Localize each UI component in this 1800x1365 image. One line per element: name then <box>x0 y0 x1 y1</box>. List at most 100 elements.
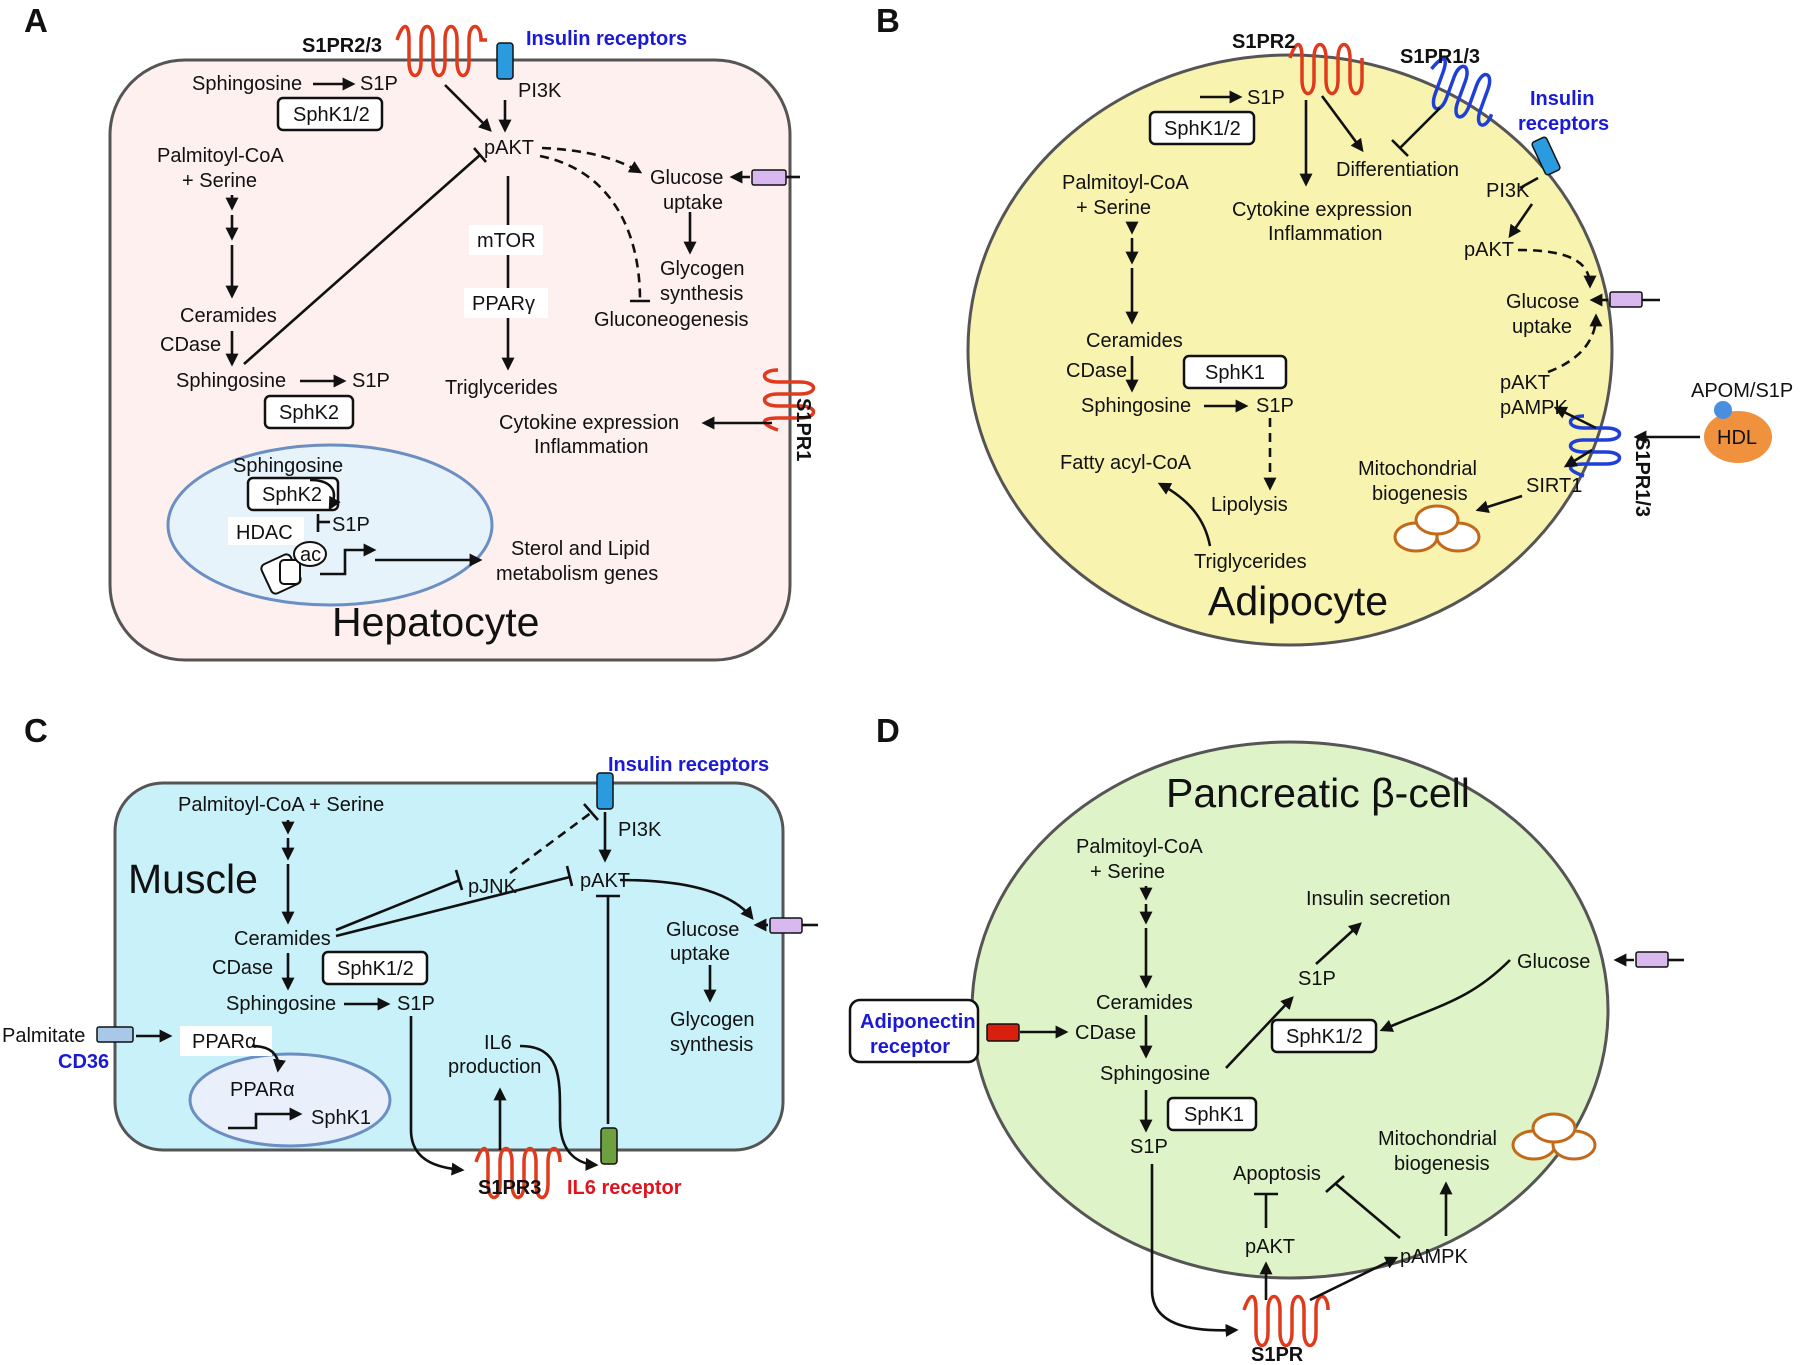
uptake-label: uptake <box>663 192 723 214</box>
il6-label: IL6 <box>484 1032 512 1054</box>
pjnk-label: pJNK <box>468 876 518 898</box>
cdase-label: CDase <box>212 957 273 979</box>
sphk1-label: SphK1 <box>1205 362 1265 384</box>
s1pr2-receptor-icon <box>1288 42 1364 96</box>
nucleus-sphingosine-label: Sphingosine <box>233 455 343 477</box>
s1pr2-label: S1PR2 <box>1232 31 1295 53</box>
pakt-low-label: pAKT <box>1500 372 1550 394</box>
muscle-nucleus <box>188 1052 392 1148</box>
insulin-receptors-label: Insulin receptors <box>608 754 769 776</box>
pampk-label: pAMPK <box>1400 1246 1468 1268</box>
panel-b-letter: B <box>876 2 900 39</box>
chromatin-icon <box>260 541 327 595</box>
sphingosine-label: Sphingosine <box>192 73 302 95</box>
panel-c: C Insulin receptors Palmitoyl-CoA + Seri… <box>2 712 818 1200</box>
cytokine-label: Cytokine expression <box>499 412 679 434</box>
sphk12-label: SphK1/2 <box>1164 118 1241 140</box>
insulin-receptor-icon <box>496 42 514 80</box>
serine-label: + Serine <box>1090 861 1165 883</box>
nucleus-sphk2-label: SphK2 <box>262 484 322 506</box>
hdac-label: HDAC <box>236 522 293 544</box>
receptor-label: receptor <box>870 1036 950 1058</box>
ppara-label: PPARα <box>192 1031 257 1053</box>
glucose-transporter-icon <box>769 917 803 934</box>
uptake-label: uptake <box>670 943 730 965</box>
sphingosine-label: Sphingosine <box>226 993 336 1015</box>
insulin-secretion-label: Insulin secretion <box>1306 888 1451 910</box>
apoptosis-label: Apoptosis <box>1233 1163 1321 1185</box>
ceramides-label: Ceramides <box>1096 992 1193 1014</box>
sphingosine-label: Sphingosine <box>1081 395 1191 417</box>
ceramides-label: Ceramides <box>234 928 331 950</box>
triglycerides-label: Triglycerides <box>1194 551 1307 573</box>
s1pr3-receptor-icon <box>474 1146 562 1200</box>
s1p-label: S1P <box>360 73 398 95</box>
receptors-label: receptors <box>1518 113 1609 135</box>
adiponectin-receptor-icon <box>986 1023 1020 1042</box>
s1pr13-label: S1PR1/3 <box>1400 46 1480 68</box>
panel-b: B S1PR2 S1PR1/3 S1P Insulin receptors Sp… <box>876 2 1793 647</box>
s1pr13-side-label: S1PR1/3 <box>1631 437 1653 517</box>
mito-label: Mitochondrial <box>1358 458 1477 480</box>
insulin-label: Insulin <box>1530 88 1594 110</box>
palmitoyl-label: Palmitoyl-CoA <box>1062 172 1189 194</box>
sphk1-label: SphK1 <box>1184 1104 1244 1126</box>
panel-d: D Pancreatic β-cell Palmitoyl-CoA + Seri… <box>848 712 1684 1365</box>
metabolism-genes-label: metabolism genes <box>496 563 658 585</box>
cdase-label: CDase <box>1066 360 1127 382</box>
sphk12-label: SphK1/2 <box>293 104 370 126</box>
lipolysis-label: Lipolysis <box>1211 494 1288 516</box>
s1pr23-label: S1PR2/3 <box>302 35 382 57</box>
glucose-transporter-icon <box>751 169 787 186</box>
apom-label: APOM/S1P <box>1691 380 1793 402</box>
s1p-label: S1P <box>397 993 435 1015</box>
pi3k-label: PI3K <box>1486 180 1530 202</box>
glycogen-label: Glycogen <box>670 1009 755 1031</box>
fatty-acyl-label: Fatty acyl-CoA <box>1060 452 1192 474</box>
biogenesis-label: biogenesis <box>1394 1153 1490 1175</box>
il6-receptor-icon <box>600 1127 618 1165</box>
inflammation-label: Inflammation <box>1268 223 1383 245</box>
s1p-top-label: S1P <box>1247 87 1285 109</box>
hepatocyte-title: Hepatocyte <box>332 599 539 645</box>
pi3k-label: PI3K <box>518 80 562 102</box>
s1pr3-label: S1PR3 <box>478 1177 541 1199</box>
ppary-label: PPARγ <box>472 293 535 315</box>
serine-label: + Serine <box>182 170 257 192</box>
s1p-top-label: S1P <box>1298 968 1336 990</box>
pakt-label: pAKT <box>1245 1236 1295 1258</box>
s1pr23-receptor-icon <box>395 24 487 78</box>
s1pr13-receptor-icon <box>1430 57 1494 127</box>
gluconeogenesis-label: Gluconeogenesis <box>594 309 749 331</box>
adiponectin-label: Adiponectin <box>860 1011 976 1033</box>
sirt1-label: SIRT1 <box>1526 475 1582 497</box>
glucose-label: Glucose <box>666 919 739 941</box>
hdl-particle-icon <box>1704 411 1772 463</box>
cytokine-label: Cytokine expression <box>1232 199 1412 221</box>
pampk-label: pAMPK <box>1500 397 1568 419</box>
panel-a-letter: A <box>24 2 48 39</box>
palmitoyl-label: Palmitoyl-CoA <box>1076 836 1203 858</box>
s1pr13-side-receptor-icon <box>1568 414 1622 478</box>
s1pr1-label: S1PR1 <box>792 398 814 461</box>
s1p-mid-label: S1P <box>1130 1136 1168 1158</box>
ac-label: ac <box>300 544 321 566</box>
uptake-label: uptake <box>1512 316 1572 338</box>
pakt-label: pAKT <box>484 137 534 159</box>
insulin-receptors-label: Insulin receptors <box>526 28 687 50</box>
triglycerides-label: Triglycerides <box>445 377 558 399</box>
differentiation-label: Differentiation <box>1336 159 1459 181</box>
pakt-top-label: pAKT <box>1464 239 1514 261</box>
palmitate-label: Palmitate <box>2 1025 85 1047</box>
cd36-icon <box>96 1026 134 1043</box>
panel-a: A S1PR2/3 Insulin receptors Sphingosine … <box>24 2 816 662</box>
mtor-label: mTOR <box>477 230 536 252</box>
glycogen-label: Glycogen <box>660 258 745 280</box>
apom-icon <box>1714 401 1732 419</box>
production-label: production <box>448 1056 541 1078</box>
pi3k-label: PI3K <box>618 819 662 841</box>
glucose-transporter-icon <box>1609 291 1643 308</box>
hdl-label: HDL <box>1717 427 1757 449</box>
sphingosine2-label: Sphingosine <box>176 370 286 392</box>
